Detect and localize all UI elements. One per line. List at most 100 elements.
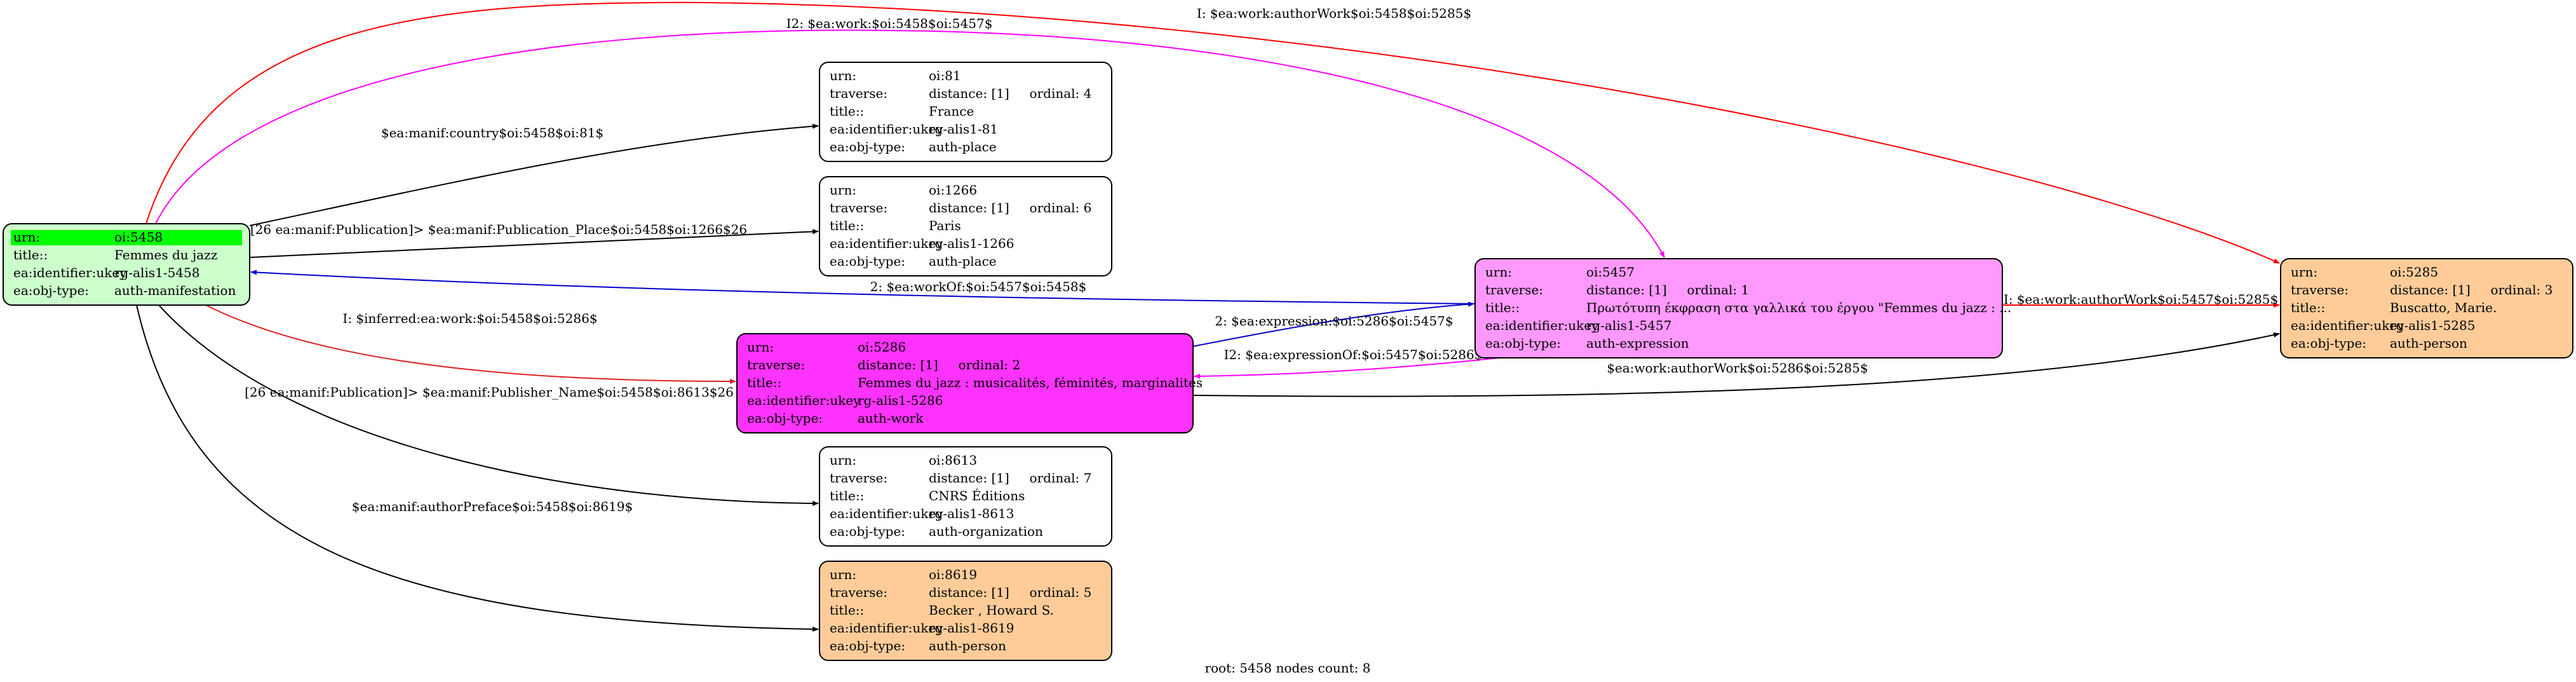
edge-line (145, 1, 2280, 264)
node-field-key: urn: (2291, 264, 2317, 280)
edge-authorwork-5458-5285: I: $ea:work:authorWork$oi:5458$oi:5285$ (145, 1, 2280, 264)
edge-publisher-5458-8613: [26 ea:manif:Publication]> $ea:manif:Pub… (158, 304, 819, 506)
edge-label: 2: $ea:workOf:$oi:5457$oi:5458$ (870, 279, 1087, 294)
node-field-key: ea:obj-type: (747, 411, 823, 426)
node-field-key: ea:obj-type: (830, 139, 905, 154)
node-box (819, 561, 1112, 661)
edge-i2work-5458-5457: I2: $ea:work:$oi:5458$oi:5457$ (155, 16, 1665, 258)
node-field-value: rg-alis1-5286 (858, 393, 943, 408)
node-field-value: rg-alis1-5458 (114, 265, 199, 280)
node-field-key: ea:obj-type: (1485, 336, 1561, 351)
node-field-key: urn: (830, 453, 856, 468)
node-field-value: auth-expression (1586, 336, 1689, 351)
node-field-value: distance: [1] ordinal: 2 (858, 357, 1020, 372)
edge-label: $ea:manif:country$oi:5458$oi:81$ (381, 125, 604, 140)
edge-expressionof-5457-5286: I2: $ea:expressionOf:$oi:5457$oi:5286$ (1194, 347, 1500, 379)
edge-label: I: $ea:work:authorWork$oi:5458$oi:5285$ (1197, 6, 1471, 21)
edge-label: [26 ea:manif:Publication]> $ea:manif:Pub… (245, 385, 734, 400)
node-field-key: ea:obj-type: (830, 254, 905, 269)
node-field-key: title:: (1485, 300, 1520, 315)
node-field-key: ea:obj-type: (13, 283, 89, 298)
node-field-key: traverse: (1485, 282, 1543, 297)
node-box (819, 62, 1112, 162)
node-field-value: rg-alis1-1266 (929, 236, 1014, 251)
edge-workof-5457-5458: 2: $ea:workOf:$oi:5457$oi:5458$ (250, 269, 1476, 304)
edge-inferred-5458-5286: I: $inferred:ea:work:$oi:5458$oi:5286$ (203, 303, 736, 384)
node-field-key: ea:obj-type: (830, 638, 905, 653)
node-field-value: auth-manifestation (114, 283, 236, 298)
node-field-value: rg-alis1-5457 (1586, 318, 1671, 333)
edge-pubplace-5458-1266: [26 ea:manif:Publication]> $ea:manif:Pub… (249, 222, 819, 258)
urn-highlight (11, 230, 242, 245)
node-field-key: ea:identifier:ukey (747, 393, 861, 408)
edge-label: I2: $ea:work:$oi:5458$oi:5457$ (786, 16, 993, 31)
node-box (819, 176, 1112, 276)
node-field-key: traverse: (830, 200, 887, 215)
node-field-value: distance: [1] ordinal: 5 (929, 585, 1091, 600)
edge-country-5458-81: $ea:manif:country$oi:5458$oi:81$ (249, 123, 819, 226)
node-field-value: oi:8619 (929, 567, 977, 582)
node-field-value: auth-person (929, 638, 1006, 653)
node-box (2280, 258, 2573, 358)
node-field-value: oi:5285 (2390, 264, 2438, 280)
node-field-value: rg-alis1-8613 (929, 506, 1014, 521)
edge-label: $ea:manif:authorPreface$oi:5458$oi:8619$ (352, 499, 633, 514)
node-field-value: auth-person (2390, 336, 2467, 351)
node-field-key: traverse: (830, 470, 887, 486)
node-box (736, 333, 1194, 433)
node-field-key: title:: (830, 218, 864, 233)
node-field-value: oi:5457 (1586, 264, 1635, 280)
edge-line (136, 304, 819, 632)
node-field-key: urn: (13, 229, 40, 245)
edge-label: I: $inferred:ea:work:$oi:5458$oi:5286$ (342, 311, 597, 326)
node-field-key: title:: (830, 603, 864, 618)
edge-label: [26 ea:manif:Publication]> $ea:manif:Pub… (250, 222, 747, 237)
node-field-key: urn: (830, 182, 856, 198)
node-field-key: urn: (1485, 264, 1512, 280)
node-field-value: rg-alis1-5285 (2390, 318, 2475, 333)
node-field-key: ea:identifier:ukey (2291, 318, 2404, 333)
node-field-key: traverse: (747, 357, 805, 372)
edge-line (1192, 332, 2280, 397)
node-field-key: urn: (830, 68, 856, 83)
graph-footer: root: 5458 nodes count: 8 (1204, 660, 1370, 676)
node-field-value: Paris (929, 218, 961, 233)
node-field-value: Buscatto, Marie. (2390, 300, 2497, 315)
edge-line (203, 303, 736, 384)
node-field-value: oi:8613 (929, 453, 977, 468)
node-field-value: distance: [1] ordinal: 3 (2390, 282, 2552, 297)
node-field-key: traverse: (830, 585, 887, 600)
node-field-value: oi:5458 (114, 229, 163, 245)
edge-line (1194, 357, 1500, 379)
node-box (1474, 258, 2003, 358)
edge-authorwork-5457-5285: I: $ea:work:authorWork$oi:5457$oi:5285$ (2002, 292, 2280, 308)
node-field-value: France (929, 104, 974, 119)
edge-label: I: $ea:work:authorWork$oi:5457$oi:5285$ (2004, 292, 2278, 307)
node-field-key: ea:obj-type: (2291, 336, 2366, 351)
node-field-value: Becker , Howard S. (929, 603, 1054, 618)
edge-authorwork-5286-5285: $ea:work:authorWork$oi:5286$oi:5285$ (1192, 332, 2280, 397)
edge-preface-5458-8619: $ea:manif:authorPreface$oi:5458$oi:8619$ (136, 304, 819, 632)
edge-label: $ea:work:authorWork$oi:5286$oi:5285$ (1607, 360, 1868, 376)
edge-label: I2: $ea:expressionOf:$oi:5457$oi:5286$ (1224, 347, 1483, 362)
node-field-key: ea:identifier:ukey (830, 236, 943, 251)
node-field-key: title:: (830, 104, 864, 119)
node-field-value: Femmes du jazz : musicalités, féminités,… (858, 375, 1203, 390)
node-field-key: ea:identifier:ukey (1485, 318, 1599, 333)
node-field-key: ea:identifier:ukey (830, 620, 943, 636)
node-field-value: oi:1266 (929, 182, 977, 198)
node-field-key: ea:identifier:ukey (830, 506, 943, 521)
node-field-value: oi:81 (929, 68, 961, 83)
edge-line (158, 304, 819, 506)
node-field-key: ea:identifier:ukey (830, 121, 943, 137)
